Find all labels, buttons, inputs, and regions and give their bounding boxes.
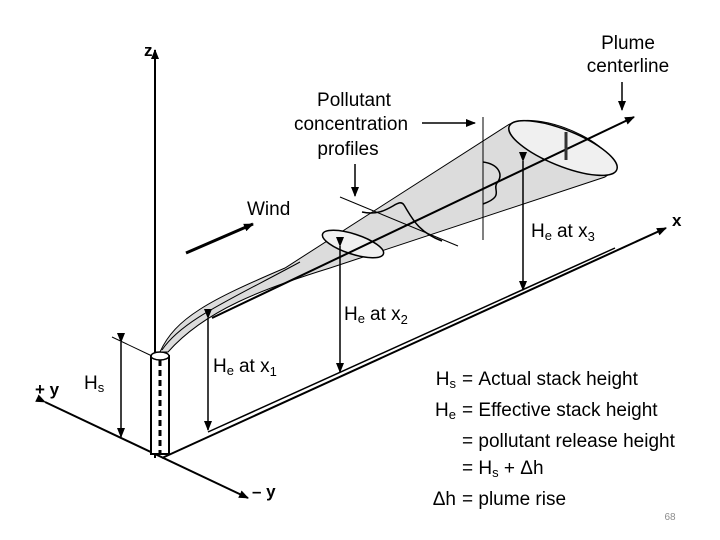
legend-key bbox=[398, 455, 462, 486]
y-axis-line bbox=[35, 394, 249, 499]
profile-curve-1 bbox=[361, 202, 443, 242]
legend-text: plume rise bbox=[478, 489, 567, 510]
legend-row-plume-rise: Δh = plume rise bbox=[398, 486, 675, 513]
legend-eq: = bbox=[462, 400, 474, 421]
plume-centerline-arrow bbox=[211, 116, 635, 319]
legend-row-release-height: = pollutant release height bbox=[398, 428, 675, 455]
profiles-label-line2: concentration bbox=[294, 114, 408, 135]
cross-section-ellipse-x3 bbox=[508, 119, 618, 177]
plus-y-axis-label: + y bbox=[35, 380, 60, 399]
ground-offset-line bbox=[207, 247, 616, 433]
legend-text: pollutant release height bbox=[478, 431, 675, 452]
legend-row-hs: Hs = Actual stack height bbox=[398, 366, 675, 397]
stack-top bbox=[150, 351, 170, 361]
hs-label: Hs bbox=[84, 373, 105, 395]
legend-key: He bbox=[435, 400, 456, 422]
x-axis-line bbox=[161, 227, 667, 459]
legend: Hs = Actual stack height He = Effective … bbox=[398, 366, 675, 513]
legend-key: Δh bbox=[432, 489, 456, 510]
profile-axis-1 bbox=[339, 196, 459, 247]
x-axis-label: x bbox=[672, 211, 682, 230]
legend-text: Actual stack height bbox=[478, 369, 638, 390]
profiles-label-line1: Pollutant bbox=[317, 90, 392, 111]
z-axis-label: z bbox=[144, 41, 153, 60]
hs-top-extension bbox=[111, 336, 153, 357]
wind-arrow bbox=[185, 222, 254, 255]
legend-text: Effective stack height bbox=[478, 400, 658, 421]
legend-row-he: He = Effective stack height bbox=[398, 397, 675, 428]
profile-curve-2 bbox=[482, 161, 501, 205]
plume-centerline-label-line1: Plume bbox=[601, 33, 655, 54]
legend-text: Hs + Δh bbox=[478, 458, 544, 480]
legend-eq: = bbox=[462, 489, 474, 510]
minus-y-axis-label: – y bbox=[252, 482, 276, 501]
plume-centerline-label-line2: centerline bbox=[587, 56, 669, 77]
legend-eq: = bbox=[462, 458, 474, 479]
legend-eq: = bbox=[462, 369, 474, 390]
plume-inner-edge bbox=[161, 261, 301, 351]
legend-eq: = bbox=[462, 431, 474, 452]
legend-row-hs-plus-dh: = Hs + Δh bbox=[398, 455, 675, 486]
legend-key: Hs bbox=[435, 369, 456, 391]
profiles-label-line3: profiles bbox=[317, 139, 378, 160]
page-number: 68 bbox=[664, 512, 676, 523]
legend-key bbox=[398, 428, 462, 455]
wind-label: Wind bbox=[247, 199, 290, 220]
